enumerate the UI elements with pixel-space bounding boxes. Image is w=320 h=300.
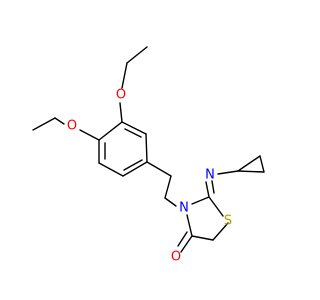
oxygen-upper-label: O — [116, 88, 126, 103]
bond-ring-4 — [98, 162, 124, 177]
bond-ch2-ch2 — [164, 175, 172, 199]
ring-nitrogen-label: N — [179, 201, 189, 216]
imine-nitrogen-label: N — [205, 168, 215, 183]
bond-ring-6 — [98, 121, 123, 141]
bond-o1-ring — [119, 102, 123, 123]
bond-c4-o-b — [177, 231, 188, 247]
bond-cp-1 — [237, 155, 261, 172]
ring-sulfur-label: S — [224, 214, 232, 229]
bond-c2-s1 — [208, 196, 224, 217]
bond-ring-double-a — [124, 128, 142, 138]
bond-ring-2 — [145, 133, 148, 163]
bond-c2-n-a — [205, 181, 210, 198]
bond-o2-ring — [79, 129, 100, 141]
bond-cp-3 — [237, 170, 265, 173]
bond-ring-ch2 — [146, 161, 172, 177]
bond-ch2-n3 — [164, 197, 177, 207]
bond-ring-3 — [122, 161, 148, 177]
bond-s1-c5 — [212, 222, 229, 241]
bond-ring-1 — [121, 121, 147, 135]
atom-labels: O O N N S O — [67, 88, 232, 265]
bond-c4-n3 — [186, 214, 193, 237]
bond-ethyl2-o — [54, 117, 65, 125]
bond-c2-n-b — [211, 180, 215, 194]
bond-c5-c4 — [191, 235, 214, 241]
bond-n-cyclopropyl — [217, 170, 239, 175]
bonds — [32, 46, 265, 253]
oxygen-left-label: O — [67, 119, 77, 134]
bond-ring-double-b — [123, 159, 143, 171]
carbonyl-oxygen-label: O — [171, 250, 181, 265]
molecule-structure: O O N N S O — [32, 46, 265, 265]
bond-ethyl1-o — [121, 62, 128, 89]
bond-ethyl2-ch3 — [32, 117, 56, 131]
bond-cp-2 — [259, 155, 265, 173]
bond-ethyl1-ch3 — [126, 46, 148, 64]
bond-n3-c2 — [191, 196, 210, 205]
bond-c4-o-a — [180, 235, 193, 253]
